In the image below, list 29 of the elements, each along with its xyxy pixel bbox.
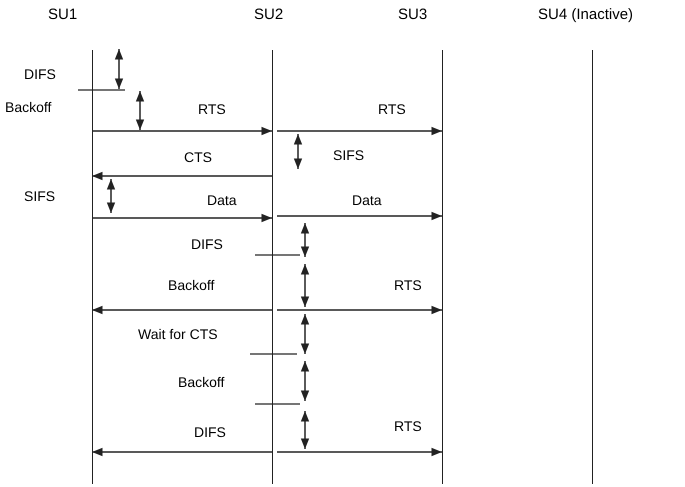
interval-label: SIFS bbox=[24, 188, 56, 204]
message-arrow bbox=[92, 214, 272, 222]
interval-label: Wait for CTS bbox=[138, 326, 218, 342]
message-label: RTS bbox=[394, 277, 422, 293]
interval-label: Backoff bbox=[178, 374, 224, 390]
participant-label: SU2 bbox=[254, 6, 284, 24]
participant-label: SU1 bbox=[48, 6, 78, 24]
interval-label: DIFS bbox=[24, 66, 56, 82]
participant-label: SU4 (Inactive) bbox=[538, 6, 634, 24]
message-label: RTS bbox=[198, 101, 226, 117]
message-arrow bbox=[92, 126, 272, 136]
interval-label: Backoff bbox=[168, 277, 214, 293]
interval-label: SIFS bbox=[333, 147, 364, 163]
message-arrow bbox=[92, 306, 272, 314]
message-arrow bbox=[277, 126, 442, 136]
message-label: Data bbox=[352, 192, 382, 208]
message-arrow bbox=[277, 212, 442, 220]
interval-label: Backoff bbox=[5, 99, 52, 115]
message-arrow bbox=[277, 448, 442, 456]
participant-label: SU3 bbox=[398, 6, 428, 24]
interval-label: DIFS bbox=[194, 424, 226, 440]
message-label: Data bbox=[207, 192, 237, 208]
interval-label: DIFS bbox=[191, 236, 223, 252]
message-arrow bbox=[277, 306, 442, 314]
message-arrow bbox=[92, 172, 272, 180]
message-label: CTS bbox=[184, 149, 212, 165]
message-label: RTS bbox=[378, 101, 406, 117]
message-label: RTS bbox=[394, 418, 422, 434]
message-arrow bbox=[92, 448, 272, 456]
